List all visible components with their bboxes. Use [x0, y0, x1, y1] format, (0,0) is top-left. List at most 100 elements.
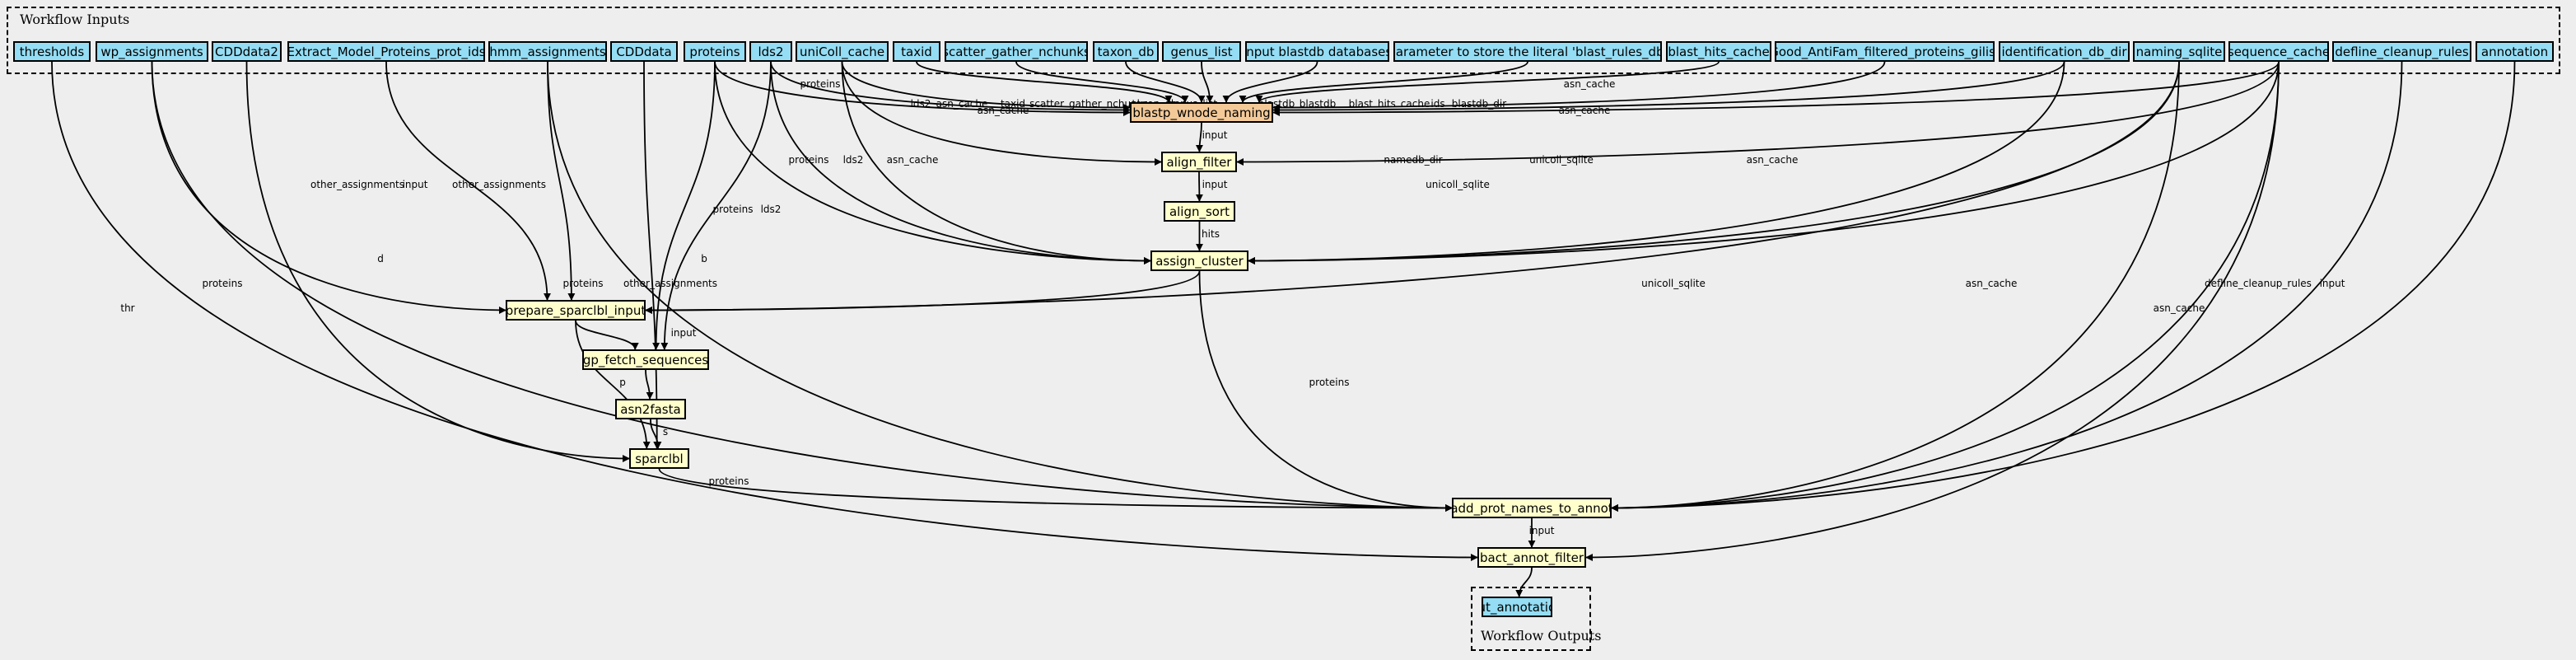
edge-label-21: namedb_dir [1384, 154, 1442, 166]
edge-blastp_wnode_naming-to-align_filter [1195, 122, 1203, 152]
node-prepare-sparclbl-input[interactable]: prepare_sparclbl_input [506, 300, 646, 321]
node-gp-fetch-sequences[interactable]: gp_fetch_sequences [582, 349, 709, 370]
node-wp-assignments[interactable]: wp_assignments [96, 41, 208, 62]
edge-label-31: lds2 [761, 204, 782, 215]
edge-assign_cluster-to-add_prot_names_to_annot [1198, 270, 1453, 512]
edge-label-46: thr [120, 302, 134, 314]
edge-uniColl_cache-to-assign_cluster [841, 61, 1151, 264]
node-sparclbl[interactable]: sparclbl [629, 448, 689, 469]
edge-label-24: other_assignments [310, 179, 404, 190]
node-naming-sqlite[interactable]: naming_sqlite [2133, 41, 2225, 62]
node-extract-model-proteins-prot-ids[interactable]: Extract_Model_Proteins_prot_ids [287, 41, 485, 62]
edge-CDDdata2-to-sparclbl [245, 61, 630, 462]
edge-label-20: asn_cache [887, 154, 939, 166]
edge-label-44: input [2320, 278, 2345, 289]
edge-uniColl_cache-to-align_filter [841, 61, 1162, 166]
node-asn2fasta[interactable]: asn2fasta [615, 399, 686, 419]
node-blast-rules-param[interactable]: parameter to store the literal 'blast_ru… [1393, 41, 1662, 62]
edge-good_antifam-to-blastp_wnode_naming [1272, 61, 1886, 111]
edge-label-8: blastdb [1300, 98, 1337, 110]
node-align-sort[interactable]: align_sort [1164, 201, 1235, 222]
node-unicoll-cache[interactable]: uniColl_cache [796, 41, 889, 62]
edge-label-17: hits [1202, 228, 1220, 240]
edge-label-13: input [1202, 129, 1228, 141]
edge-CDDdata-to-sparclbl [643, 61, 661, 449]
edge-sequence_cache-to-add_prot_names_to_annot [1611, 61, 2280, 512]
node-lds2[interactable]: lds2 [749, 41, 792, 62]
node-scatter-gather-nchunks[interactable]: scatter_gather_nchunks [945, 41, 1088, 62]
edge-label-0: proteins [800, 78, 841, 90]
node-proteins[interactable]: proteins [684, 41, 746, 62]
edge-label-36: b [701, 253, 707, 264]
edge-label-23: asn_cache [1747, 154, 1799, 166]
edge-label-43: defline_cleanup_rules [2205, 278, 2312, 289]
edge-prepare_sparclbl_input-to-gp_fetch_sequences [575, 320, 639, 350]
node-blast-hits-cache[interactable]: blast_hits_cache [1666, 41, 1771, 62]
edge-sequence_cache-to-align_filter [1236, 61, 2280, 166]
node-bact-annot-filter[interactable]: bact_annot_filter [1477, 547, 1586, 568]
edge-proteins-to-gp_fetch_sequences [652, 61, 716, 350]
workflow-outputs-label: Workflow Outputs [1481, 628, 1602, 644]
node-blastp-wnode-naming[interactable]: blastp_wnode_naming [1130, 102, 1273, 123]
edge-label-45: input [1529, 525, 1555, 536]
node-annotation[interactable]: annotation [2476, 41, 2554, 62]
node-cdddata[interactable]: CDDdata [610, 41, 678, 62]
node-defline-cleanup-rules[interactable]: defline_cleanup_rules [2332, 41, 2471, 62]
node-good-antifam[interactable]: Good_AntiFam_filtered_proteins_gilist [1775, 41, 1995, 62]
node-identification-db-dir[interactable]: identification_db_dir [1999, 41, 2130, 62]
node-input-blastdb[interactable]: Input blastdb databases [1245, 41, 1389, 62]
edge-label-37: proteins [709, 475, 749, 487]
edge-label-19: lds2 [843, 154, 864, 166]
node-genus-list[interactable]: genus_list [1162, 41, 1241, 62]
edge-annotation-to-add_prot_names_to_annot [1611, 61, 2516, 512]
node-taxid[interactable]: taxid [893, 41, 940, 62]
node-add-prot-names-to-annot[interactable]: add_prot_names_to_annot [1452, 498, 1612, 518]
edge-proteins-to-blastp_wnode_naming [714, 61, 1131, 116]
edge-label-41: unicoll_sqlite [1641, 278, 1706, 289]
node-thresholds[interactable]: thresholds [13, 41, 91, 62]
edge-hmm_assignments-to-prepare_sparclbl_input [547, 61, 576, 301]
edge-taxid-to-blastp_wnode_naming [916, 61, 1173, 103]
workflow-inputs-cluster [7, 7, 2560, 74]
edge-label-27: other_assignments [623, 278, 717, 289]
edge-label-4: scatter_gather_nchunks [1029, 98, 1148, 110]
edge-prepare_sparclbl_input-to-sparclbl [575, 320, 651, 449]
edge-label-47: asn_cache [2154, 302, 2205, 314]
edge-blast_rules_param-to-blastp_wnode_naming [1239, 61, 1528, 103]
edge-taxon_db-to-blastp_wnode_naming [1125, 61, 1206, 103]
edge-naming_sqlite-to-prepare_sparclbl_input [645, 61, 2180, 314]
edge-label-16: input [1202, 179, 1228, 190]
edge-label-11: blastdb_dir [1452, 98, 1506, 110]
edge-identification_db_dir-to-blastp_wnode_naming [1272, 61, 2065, 114]
node-align-filter[interactable]: align_filter [1161, 152, 1237, 172]
edge-hmm_assignments-to-add_prot_names_to_annot [547, 61, 1453, 512]
node-taxon-db[interactable]: taxon_db [1093, 41, 1159, 62]
edge-sequence_cache-to-assign_cluster [1248, 61, 2280, 264]
edge-label-35: d [377, 253, 384, 264]
edge-label-14: asn_cache [978, 105, 1029, 116]
edge-scatter_gather_nchunks-to-blastp_wnode_naming [1015, 61, 1189, 103]
edge-label-3: taxid [1001, 98, 1025, 110]
edge-label-28: unicoll_sqlite [1426, 179, 1490, 190]
edge-wp_assignments-to-add_prot_names_to_annot [151, 61, 1453, 512]
node-sequence-cache[interactable]: sequence_cache [2228, 41, 2329, 62]
node-cdddata2[interactable]: CDDdata2 [212, 41, 282, 62]
edge-Extract_Model_Proteins_prot_ids-to-prepare_sparclbl_input [385, 61, 551, 301]
edge-label-29: input [671, 327, 697, 339]
edge-wp_assignments-to-prepare_sparclbl_input [151, 61, 506, 314]
node-assign-cluster[interactable]: assign_cluster [1150, 250, 1248, 271]
edge-sparclbl-to-add_prot_names_to_annot [658, 468, 1453, 512]
edge-label-1: lds2 [911, 98, 931, 110]
node-out-annotation[interactable]: out_annotation [1482, 597, 1552, 617]
edge-label-42: asn_cache [1966, 278, 2018, 289]
edge-label-25: input [403, 179, 428, 190]
edge-label-18: proteins [789, 154, 829, 166]
edge-label-10: ids [1430, 98, 1444, 110]
edge-bact_annot_filter-to-out_annotation [1515, 567, 1533, 597]
workflow-outputs-cluster [1471, 587, 1591, 651]
edge-label-22: unicoll_sqlite [1529, 154, 1594, 166]
node-hmm-assignments[interactable]: hmm_assignments [488, 41, 607, 62]
edge-lds2-to-gp_fetch_sequences [660, 61, 772, 350]
